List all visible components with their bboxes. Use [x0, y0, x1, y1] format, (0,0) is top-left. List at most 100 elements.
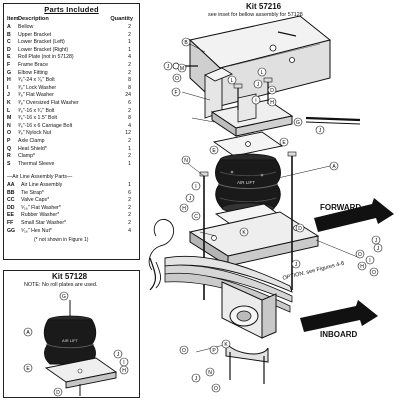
part-description: Clamp*: [18, 153, 36, 160]
part-quantity: 24: [125, 92, 131, 99]
inboard-label: INBOARD: [320, 330, 358, 339]
callout-letter: E: [282, 140, 286, 146]
callout-k: K: [221, 339, 231, 349]
part-description: Lower Bracket (Right): [18, 46, 69, 53]
parts-list-panel: Parts Included Item Description Quantity…: [3, 3, 140, 260]
callout-letter: I: [195, 184, 196, 190]
callout-h: H: [119, 365, 129, 375]
leaf-spring: [149, 255, 293, 313]
callout-o: O: [211, 383, 221, 393]
part-description: ³⁄₈" Nylock Nut: [18, 130, 52, 137]
callout-j: J: [315, 125, 325, 135]
air-line-description: Rubber Washer*: [21, 212, 60, 219]
part-letter: M: [7, 115, 12, 122]
callout-letter: D: [56, 390, 60, 396]
part-description: Elbow Fitting: [18, 69, 48, 76]
axle-clamp: [225, 339, 269, 384]
air-line-letter: CC: [7, 197, 15, 204]
callout-letter: J: [375, 238, 378, 244]
forward-label: FORWARD: [320, 203, 362, 212]
callout-h: H: [267, 97, 277, 107]
inboard-arrow: [300, 300, 378, 332]
air-line-letter: AA: [7, 182, 15, 188]
callout-letter: E: [212, 148, 216, 154]
callout-h: H: [357, 261, 367, 271]
callout-n: N: [205, 367, 215, 377]
callout-f: F: [171, 87, 181, 97]
part-letter: F: [7, 62, 11, 68]
part-letter: I: [7, 84, 9, 91]
part-quantity: 2: [128, 24, 131, 30]
callout-d: D: [295, 223, 305, 233]
part-letter: C: [7, 39, 11, 46]
callout-letter: H: [270, 100, 274, 106]
air-line: [148, 218, 174, 271]
frame-brace: [204, 67, 233, 119]
air-line-letter: DD: [7, 204, 15, 211]
callout-k: K: [239, 227, 249, 237]
air-line-section-title: —Air Line Assembly Parts—: [7, 174, 73, 180]
callout-letter: J: [167, 64, 170, 70]
kit-57128-title: Kit 57128: [52, 272, 88, 281]
callout-letter: I: [255, 98, 256, 104]
part-letter: S: [7, 160, 11, 167]
part-letter: G: [7, 69, 12, 76]
part-letter: R: [7, 153, 11, 160]
callout-l: L: [227, 75, 237, 85]
air-line-letter: FF: [7, 220, 14, 226]
part-description: ³⁄₈" Lock Washer: [18, 84, 57, 91]
part-quantity: 4: [128, 122, 131, 129]
callout-letter: O: [372, 270, 376, 276]
callout-letter: J: [195, 376, 198, 382]
callout-a: A: [23, 327, 33, 337]
air-line-section-label: Air Line Assembly Parts: [12, 174, 67, 180]
callout-d: D: [267, 85, 277, 95]
callout-letter: I: [369, 258, 370, 264]
air-line-quantity: 4: [128, 227, 131, 234]
part-letter: P: [7, 138, 11, 144]
callout-letter: J: [117, 352, 120, 358]
callout-letter: P: [212, 348, 216, 354]
callout-o: O: [179, 345, 189, 355]
air-line-quantity: 1: [128, 182, 131, 188]
part-quantity: 2: [128, 138, 131, 144]
air-line-quantity: 2: [128, 197, 131, 204]
callout-letter: O: [175, 76, 179, 82]
part-description: Roll Plate (not in 57128): [18, 54, 74, 61]
bellow-brand-text: AIR LIFT: [237, 180, 255, 185]
callout-a: A: [329, 161, 339, 171]
part-description: ³⁄₈"-16 x 6 Carriage Bolt: [18, 122, 73, 129]
parts-row: G Elbow Fitting 2: [6, 70, 137, 77]
inset-bellow-assembly: [43, 300, 118, 396]
part-description: Heat Shield*: [18, 145, 47, 152]
air-line-quantity: 6: [128, 189, 131, 196]
air-line-description: Valve Caps*: [21, 197, 50, 204]
part-letter: J: [7, 92, 10, 99]
part-quantity: 2: [128, 69, 131, 76]
air-line-quantity: 2: [128, 204, 131, 211]
axle-housing: [221, 281, 277, 339]
callout-g: G: [293, 117, 303, 127]
part-description: Thermal Sleeve: [18, 160, 55, 167]
callout-letter: N: [208, 370, 212, 376]
callout-letter: O: [214, 386, 218, 392]
parts-row: P Axle Clamp 2: [6, 138, 137, 145]
part-description: Axle Clamp: [18, 138, 45, 144]
callout-c: C: [191, 211, 201, 221]
